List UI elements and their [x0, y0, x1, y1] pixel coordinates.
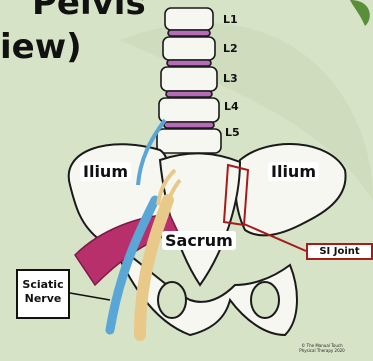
disc-l3	[166, 91, 212, 97]
disc-l2	[167, 60, 211, 66]
disc-l1	[168, 30, 210, 36]
si-joint-callout: SI Joint	[306, 243, 373, 260]
right-ilium-shape	[235, 144, 345, 235]
vertebra-l5	[157, 129, 221, 153]
sciatic-label-line1: Sciatic	[18, 278, 68, 292]
left-obturator-foramen	[158, 282, 186, 318]
title-line-2: iew)	[0, 30, 82, 64]
sciatic-label-line2: Nerve	[18, 292, 68, 306]
title-line-1: Pelvis	[32, 0, 146, 20]
right-ilium-label: Ilium	[268, 162, 319, 181]
corner-leaf-icon	[350, 0, 370, 26]
vertebra-label-l1: L1	[223, 13, 238, 26]
vertebra-l4	[159, 98, 219, 122]
vertebra-l2	[163, 37, 215, 60]
sacrum-label: Sacrum	[162, 231, 236, 250]
right-obturator-foramen	[251, 282, 279, 318]
vertebra-label-l4: L4	[224, 100, 239, 113]
vertebra-l3	[161, 67, 217, 91]
vertebra-l1	[165, 8, 213, 30]
left-ilium-label: Ilium	[80, 162, 131, 181]
vertebra-label-l3: L3	[223, 72, 238, 85]
sciatic-nerve-callout: Sciatic Nerve	[16, 269, 70, 319]
vertebra-label-l2: L2	[223, 42, 238, 55]
copyright-note: © The Manual Touch Physical Therapy 2020	[292, 343, 352, 353]
vertebra-label-l5: L5	[225, 126, 240, 139]
sciatic-leader-line	[70, 293, 110, 300]
disc-l4	[164, 122, 214, 128]
copyright-line2: Physical Therapy 2020	[292, 348, 352, 353]
